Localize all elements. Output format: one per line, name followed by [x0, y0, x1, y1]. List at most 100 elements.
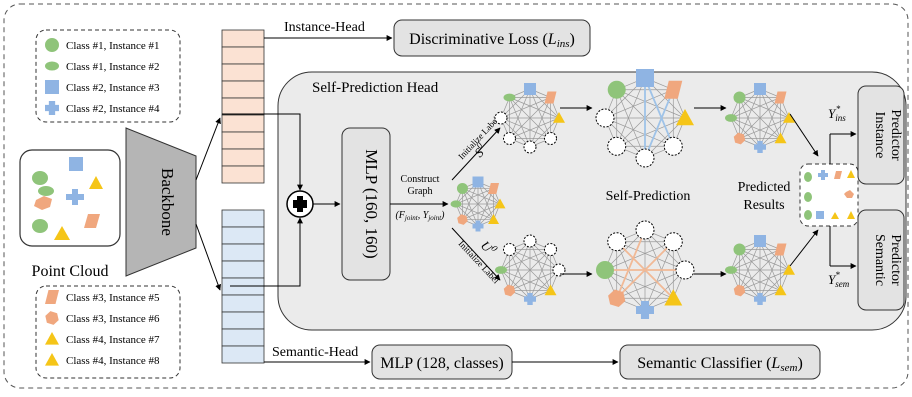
self-prediction-panel [277, 71, 907, 331]
graph-node-empty [607, 136, 627, 156]
graph-node-parallelogram [774, 91, 787, 104]
feature-cell [221, 328, 265, 347]
legend-item-label: Class #1, Instance #2 [66, 61, 159, 73]
graph-edge [462, 188, 479, 227]
graph-node-empty [595, 108, 615, 128]
feature-cell [221, 29, 265, 48]
self-prediction-graph-top [595, 69, 694, 168]
legend-parallelogram-icon [45, 290, 59, 304]
predicted-graph-top [725, 83, 795, 153]
graph-node-triangle [783, 112, 795, 123]
graph-edge [616, 241, 646, 311]
graph-edge-highlight [615, 229, 646, 299]
y-sem-label: Ysem* [828, 270, 850, 289]
graph-node-triangle [494, 198, 506, 209]
predicted-graph-bottom [725, 235, 795, 305]
graph-node-hexagon [733, 132, 746, 145]
graph-node-triangle [544, 284, 557, 296]
graph-node-hexagon [503, 284, 516, 297]
graph-edge [455, 203, 479, 227]
graph-node-empty [635, 148, 655, 168]
predicted-results-shapes [804, 170, 855, 220]
graph-node-triangle [676, 109, 694, 126]
legend-box-top [35, 29, 181, 123]
feature-cell [221, 63, 265, 82]
graph-node-empty [552, 263, 566, 277]
feature-cell [221, 148, 265, 167]
graph-node-circle [596, 261, 614, 279]
graph-edge [509, 97, 531, 148]
graph-edge [739, 97, 761, 148]
legend-triangle-icon [45, 332, 59, 345]
graph-edge-highlight [616, 241, 674, 299]
graph-node-cross [636, 301, 654, 320]
legend-cross-icon [45, 101, 59, 115]
discriminative-loss-box [393, 19, 591, 57]
graph-node-ellipse [450, 200, 462, 208]
graph-node-empty [544, 132, 558, 146]
predicted-results-box [799, 163, 859, 227]
y-ins-label: Yins* [828, 104, 846, 123]
construct-graph-line1: Construct [401, 174, 440, 185]
graph-node-parallelogram [664, 80, 683, 99]
graph-node-ellipse [495, 266, 507, 274]
feature-cell [221, 46, 265, 65]
feature-cell [221, 311, 265, 330]
instance-head-label: Instance-Head [284, 20, 365, 35]
graph-node-cross [754, 141, 766, 153]
semantic-classifier-box [619, 344, 821, 380]
feature-cell [221, 165, 265, 184]
construct-graph-formula: (Fjoint, Yjoint) [395, 210, 445, 222]
feature-cell [221, 260, 265, 279]
point-cloud-shapes [32, 157, 103, 240]
feature-cell [221, 345, 265, 364]
feature-cell [221, 114, 265, 133]
legend-box-bottom [35, 285, 181, 379]
graph-node-empty [663, 136, 683, 156]
graph-node-empty [502, 242, 516, 256]
graph-node-square [524, 83, 536, 95]
initial-graph [450, 176, 506, 232]
predicted-results-line1: Predicted [738, 180, 791, 195]
legend-item-label: Class #3, Instance #5 [66, 292, 160, 304]
graph-node-circle [733, 91, 746, 104]
graph-node-square [754, 83, 766, 95]
legend-item-label: Class #2, Instance #4 [66, 103, 160, 115]
outer-frame [3, 3, 909, 389]
semantic-head-label: Semantic-Head [272, 345, 358, 360]
legend-item-label: Class #4, Instance #8 [66, 355, 160, 367]
graph-edge [739, 249, 761, 300]
graph-edge [739, 97, 790, 119]
plus-icon [293, 196, 307, 212]
graph-edge [616, 241, 686, 271]
semantic-predictor-line2: Predictor [888, 234, 903, 286]
discriminative-loss-label: Discriminative Loss (Lins) [409, 31, 575, 50]
graph-edge [509, 249, 551, 291]
legend-square-icon [45, 80, 59, 94]
graph-node-hexagon [608, 289, 626, 308]
construct-graph-line2: Graph [408, 186, 433, 197]
legend-item-label: Class #2, Instance #3 [66, 82, 160, 94]
graph-node-empty [544, 242, 558, 256]
labeled-graph-bottom [495, 234, 566, 305]
graph-node-empty [494, 111, 508, 125]
instance-predictor-line2: Predictor [888, 109, 903, 161]
graph-node-hexagon [457, 214, 468, 225]
graph-edge [509, 249, 531, 300]
graph-edge [509, 97, 560, 119]
graph-node-triangle [783, 264, 795, 275]
graph-node-square [754, 235, 766, 247]
semantic-predictor-box [857, 209, 905, 311]
graph-node-cross [524, 293, 536, 305]
graph-node-triangle [664, 289, 683, 306]
graph-edge [730, 117, 761, 148]
feature-cell [221, 226, 265, 245]
graph-node-empty [523, 140, 537, 154]
graph-node-empty [635, 220, 655, 240]
graph-node-parallelogram [774, 243, 787, 256]
instance-feature-column [221, 29, 265, 184]
graph-edge [616, 89, 686, 119]
graph-node-circle [607, 80, 626, 99]
